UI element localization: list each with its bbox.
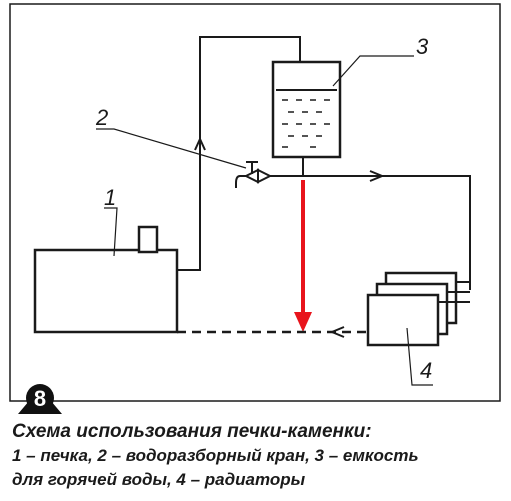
radiators [366,271,470,347]
label-radiators: 4 [420,358,432,383]
label-tank: 3 [416,34,429,59]
label-stove: 1 [104,185,116,210]
water-level-marks [282,99,330,148]
caption-line-1: 1 – печка, 2 – водоразборный кран, 3 – е… [12,446,419,465]
leader-stove [104,207,118,257]
water-tap [235,161,273,188]
leader-lines [96,55,433,386]
radiator-connections [438,281,470,303]
tank-body [271,60,342,159]
hot-water-flow-arrow [294,180,312,332]
hot-water-tank [271,60,342,176]
figure-number-badge: 8 [18,384,62,414]
supply-arrow [369,170,385,182]
stove-chimney [137,225,159,254]
stove-body [33,248,179,334]
label-tap: 2 [95,105,108,130]
stove [33,225,179,334]
leader-tank [332,55,414,87]
return-arrow [329,326,345,338]
return-line [177,326,368,338]
pipe-up-arrow [194,136,206,151]
caption-line-2: для горячей воды, 4 – радиаторы [12,470,306,489]
caption-title: Схема использования печки-каменки: [12,421,372,442]
radiator-supply-pipe [270,170,471,290]
figure-number: 8 [34,386,46,411]
leader-tap [96,128,247,169]
radiator-front [366,293,440,347]
diagram-frame [9,3,501,402]
hot-water-pipe [177,36,301,271]
figure-caption: Схема использования печки-каменки: 1 – п… [12,420,502,492]
leader-radiators [406,327,433,386]
